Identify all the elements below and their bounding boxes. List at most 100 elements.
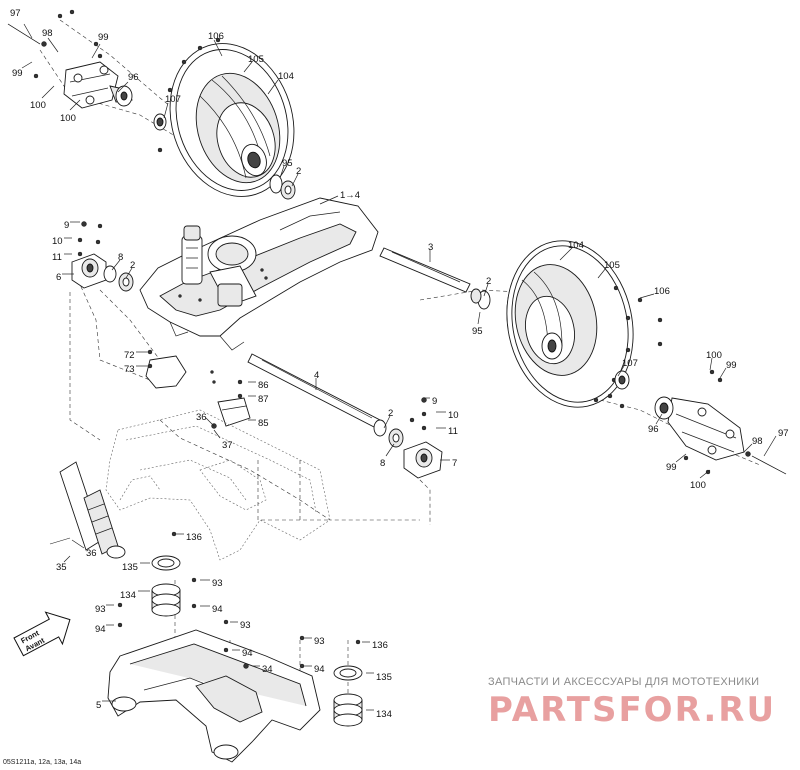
leader-line-c2d [383, 415, 391, 429]
bearing-blocks [71, 221, 443, 479]
callout-c99a: 99 [12, 68, 23, 79]
callout-c106b: 106 [654, 286, 670, 297]
callout-c105b: 105 [604, 260, 620, 271]
callout-c5: 5 [96, 700, 101, 711]
callout-c93a: 93 [212, 578, 223, 589]
leader-line-c105a [243, 61, 253, 73]
leader-line-c100a [41, 85, 55, 99]
callout-c135a: 135 [122, 562, 138, 573]
callout-c10b: 10 [448, 410, 459, 421]
ghost-suspension-frame [105, 409, 331, 561]
leader-line-c104a [267, 79, 279, 95]
mount-cradle [145, 349, 251, 429]
callout-c97b: 97 [778, 428, 789, 439]
callout-c99b: 99 [98, 32, 109, 43]
callout-c35: 35 [56, 562, 67, 573]
callout-c86: 86 [258, 380, 269, 391]
callout-c94a: 94 [212, 604, 223, 615]
callout-c134a: 134 [120, 590, 136, 601]
callout-c104b: 104 [568, 240, 584, 251]
swing-arm-frame [139, 197, 379, 351]
front-arrow-icon [13, 611, 71, 657]
front-direction-badge: Front Avant [13, 611, 71, 657]
leader-line-c36b [71, 539, 85, 549]
callout-c100a: 100 [30, 100, 46, 111]
callout-c7: 7 [452, 458, 457, 469]
callout-c34: 34 [262, 664, 273, 675]
callout-c107b: 107 [622, 358, 638, 369]
leader-line-c106b [639, 293, 655, 299]
callout-c134b: 134 [376, 709, 392, 720]
leader-line-c2c [483, 283, 489, 297]
callout-c100b: 100 [60, 113, 76, 124]
callout-c94b: 94 [95, 624, 106, 635]
callout-c94c: 94 [242, 648, 253, 659]
callout-c106a: 106 [208, 31, 224, 42]
lower-suspension-frame [107, 577, 321, 763]
upper-left-wheel-assembly [153, 37, 296, 200]
callout-c100d: 100 [690, 480, 706, 491]
callout-c8a: 8 [118, 252, 123, 263]
leader-line-c97b [763, 435, 777, 457]
upper-left-hub-bracket [7, 9, 133, 109]
callout-c36a: 36 [196, 412, 207, 423]
right-wheel-assembly [470, 240, 663, 409]
callout-c2c: 2 [486, 276, 491, 287]
callout-c85: 85 [258, 418, 269, 429]
leader-line-c106a [213, 39, 223, 57]
callout-c93c: 93 [240, 620, 251, 631]
callout-c4: 4 [314, 370, 319, 381]
callout-c105a: 105 [248, 54, 264, 65]
leader-line-c100d [699, 469, 711, 479]
leader-line-c8a [111, 259, 121, 271]
leader-line-c96a [117, 81, 129, 93]
leader-line-c36a [205, 417, 215, 427]
assembly-guide-lines [39, 19, 761, 700]
callout-c98b: 98 [752, 436, 763, 447]
callout-c94d: 94 [314, 664, 325, 675]
watermark-logo: PARTSFOR.RU [488, 690, 777, 730]
leader-line-c35 [63, 555, 71, 563]
callout-layer: 97989999961001001061051041079521→4391011… [10, 8, 789, 720]
leader-line-c98b [743, 443, 753, 453]
right-hub-bracket [654, 369, 787, 475]
springs [151, 531, 363, 727]
callout-c107a: 107 [165, 94, 181, 105]
callout-c100c: 100 [706, 350, 722, 361]
leader-line-c96b [655, 413, 663, 425]
leader-line-c100b [69, 99, 81, 111]
callout-c2b: 2 [130, 260, 135, 271]
callout-c73: 73 [124, 364, 135, 375]
leader-line-c97a [23, 23, 33, 39]
leader-line-c104b [559, 247, 573, 261]
callout-c99c: 99 [726, 360, 737, 371]
leader-line-c105b [597, 267, 607, 279]
callout-c10a: 10 [52, 236, 63, 247]
leader-line-c37 [213, 429, 221, 439]
callout-c37: 37 [222, 440, 233, 451]
leader-line-c107a [163, 102, 169, 119]
callout-c95b: 95 [472, 326, 483, 337]
leader-line-c2a [291, 173, 299, 187]
leader-line-c2b [125, 267, 133, 279]
leader-line-c1to4 [319, 195, 339, 205]
watermark-subtitle: ЗАПЧАСТИ И АКСЕССУАРЫ ДЛЯ МОТОТЕХНИКИ [488, 676, 760, 688]
leader-line-c99c [719, 367, 727, 379]
callout-c104a: 104 [278, 71, 294, 82]
callout-c9b: 9 [432, 396, 437, 407]
callout-c97a: 97 [10, 8, 21, 19]
callout-c72: 72 [124, 350, 135, 361]
callout-c8b: 8 [380, 458, 385, 469]
callout-c93b: 93 [95, 604, 106, 615]
leader-line-c107b [617, 365, 625, 377]
leader-line-c98a [47, 37, 59, 53]
callout-c1to4: 1→4 [340, 190, 360, 201]
callout-c95a: 95 [282, 158, 293, 169]
ring-bolts-right [593, 285, 663, 409]
callout-c136b: 136 [372, 640, 388, 651]
leader-line-c99a [21, 61, 33, 69]
callout-c135b: 135 [376, 672, 392, 683]
leader-line-c99b [91, 43, 101, 59]
leader-line-c99d [675, 453, 687, 463]
